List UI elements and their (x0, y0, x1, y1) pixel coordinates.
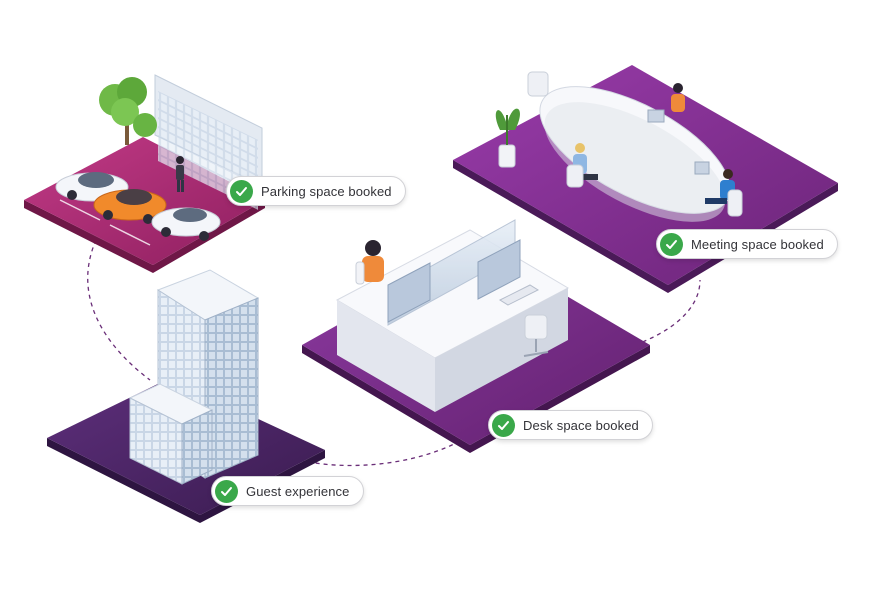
chair-icon (727, 189, 743, 217)
monitor-icon (477, 239, 521, 300)
plant-icon (495, 108, 520, 168)
meeting-status-pill: Meeting space booked (656, 229, 838, 259)
car-icon-orange (93, 189, 167, 224)
parking-status-label: Parking space booked (261, 183, 392, 199)
guest-status-label: Guest experience (246, 483, 350, 499)
keyboard-icon (498, 284, 540, 306)
laptop-icon (647, 109, 665, 123)
check-icon (230, 179, 253, 203)
tree-icon (99, 77, 157, 145)
check-icon (660, 232, 683, 256)
chair-icon (566, 164, 584, 188)
parking-zone (24, 74, 265, 273)
desk-status-pill: Desk space booked (488, 410, 653, 440)
check-icon (492, 413, 515, 437)
person-icon (355, 240, 384, 285)
parking-status-pill: Parking space booked (226, 176, 406, 206)
guest-status-pill: Guest experience (211, 476, 364, 506)
check-icon (215, 479, 238, 503)
office-block (128, 383, 214, 485)
car-icon-white-2 (151, 207, 221, 241)
desk-zone (302, 219, 650, 453)
person-icon (671, 83, 685, 112)
laptop-icon (694, 161, 710, 175)
chair-icon (523, 314, 549, 357)
meeting-status-label: Meeting space booked (691, 236, 824, 252)
monitor-icon (387, 262, 431, 323)
desk-status-label: Desk space booked (523, 417, 639, 433)
chair-icon (527, 71, 549, 97)
person-icon (176, 156, 184, 192)
